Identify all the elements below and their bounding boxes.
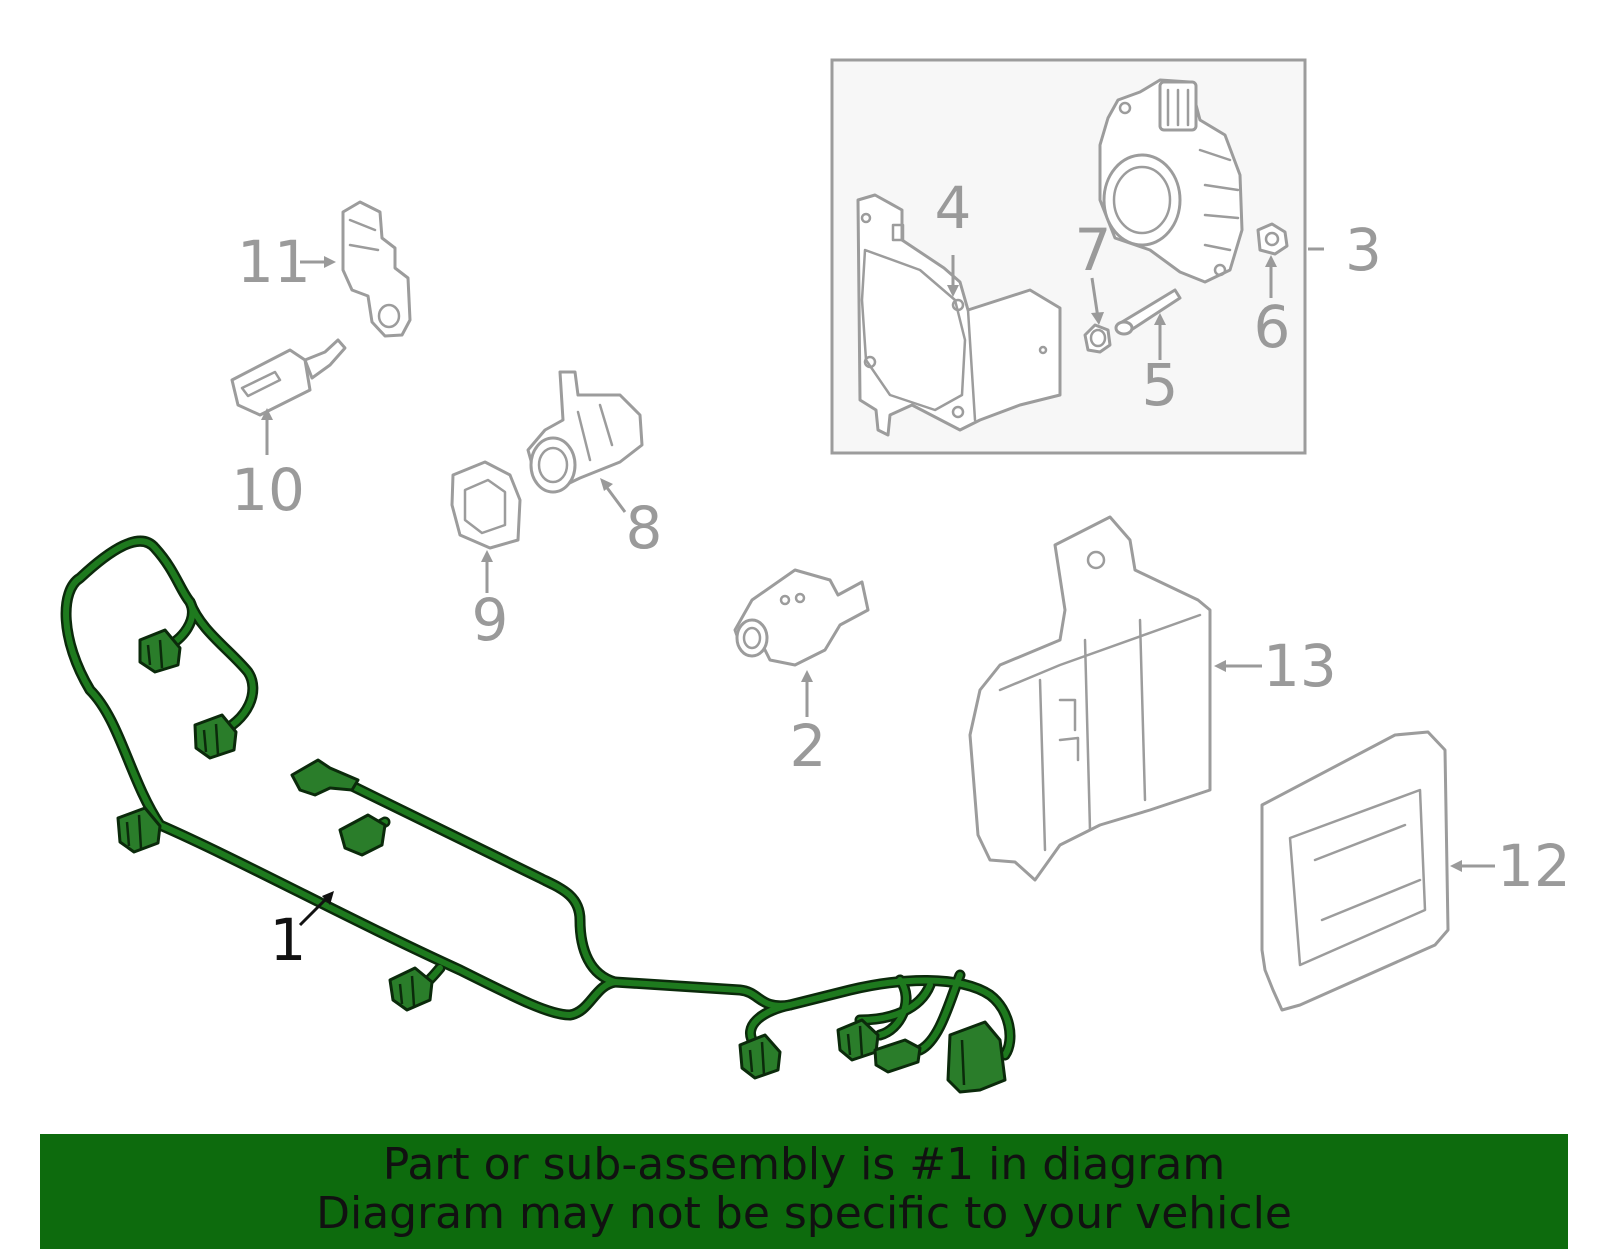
part-12-control-module [1260,730,1450,1012]
harness-connector [193,713,238,760]
part-1-wiring-harness [60,535,1016,1094]
info-banner: Part or sub-assembly is #1 in diagram Di… [40,1134,1568,1249]
banner-line-2: Diagram may not be specific to your vehi… [316,1188,1292,1239]
callout-7: 7 [1075,216,1112,284]
callout-6: 6 [1254,293,1291,361]
harness-connector [836,1018,880,1062]
harness-connector [290,758,360,797]
part-8-parking-sensor [526,370,644,494]
part-11-sensor-bracket [341,200,412,338]
part-9-sensor-holder [450,460,522,550]
callout-5: 5 [1142,351,1179,419]
harness-connector [116,806,162,854]
harness-connector [388,966,434,1012]
part-7-clip [1083,323,1112,354]
part-13-housing [968,515,1212,882]
part-10-switch [230,338,347,417]
callout-3: 3 [1345,216,1382,284]
part-6-nut [1256,222,1289,256]
callout-13: 13 [1263,632,1337,700]
callout-10: 10 [231,456,305,524]
callout-4: 4 [935,174,972,242]
part-2-camera [733,568,870,667]
harness-connector [138,628,182,674]
part-3-module [1098,78,1244,284]
part-5-bolt [1114,288,1182,336]
callout-11: 11 [237,228,311,296]
harness-connector [946,1020,1007,1094]
banner-line-1: Part or sub-assembly is #1 in diagram [382,1139,1226,1190]
callout-9: 9 [472,586,509,654]
harness-connector [738,1033,782,1080]
part-4-bracket [856,193,1062,437]
harness-connector [873,1038,922,1074]
harness-connector [338,813,387,857]
callout-1: 1 [270,906,307,974]
callout-12: 12 [1497,832,1571,900]
callout-2: 2 [790,712,827,780]
callout-8: 8 [626,494,663,562]
